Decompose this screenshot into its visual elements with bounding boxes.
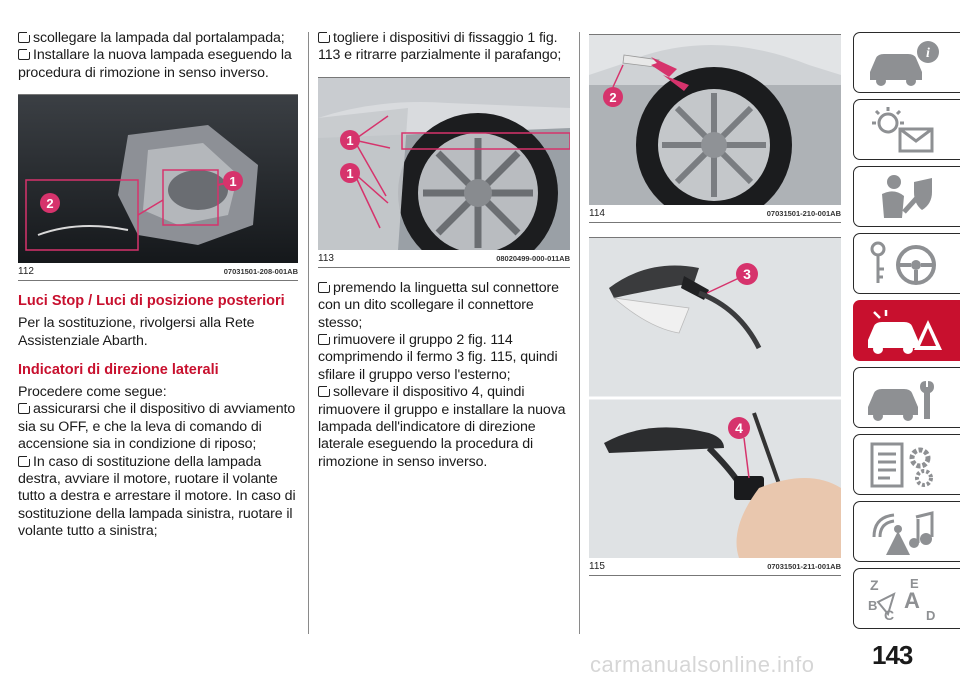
figure-115-photo: 3 4 [589, 238, 841, 558]
bullet-icon [318, 279, 332, 293]
bullet-icon [318, 332, 332, 346]
figure-number: 112 [18, 266, 34, 278]
bullet-icon [18, 47, 32, 61]
bullet-text: assicurarsi che il dispositivo di avviam… [18, 401, 296, 453]
figure-caption: 113 08020499-000-011AB [318, 250, 570, 267]
callout-2: 2 [609, 90, 616, 105]
tab-safety[interactable] [853, 166, 960, 227]
tab-technical-data[interactable] [853, 434, 960, 495]
svg-text:C: C [884, 607, 894, 623]
section-heading: Indicatori di direzione laterali [18, 362, 219, 379]
column-middle: togliere i dispositivi di fissaggio 1 fi… [318, 30, 570, 471]
technical-data-icon [870, 442, 933, 488]
figure-114: 2 114 07031501-210-001AB [589, 34, 841, 223]
figure-code: 07031501-210-001AB [766, 209, 841, 218]
tab-car-info[interactable]: i [853, 32, 960, 93]
alphabetical-index-icon: Z E A B C D [868, 576, 935, 623]
bullet-text: rimuovere il gruppo 2 fig. 114 comprimen… [318, 332, 558, 383]
figure-number: 115 [589, 561, 605, 572]
column-divider [579, 32, 580, 634]
figure-113: 1 1 113 08020499-000-011AB [318, 76, 570, 268]
figure-114-photo: 2 [589, 35, 841, 205]
car-info-icon: i [870, 41, 939, 86]
tab-maintenance[interactable] [853, 367, 960, 428]
tab-starting-driving[interactable] [853, 233, 960, 294]
bullet-text: scollegare la lampada dal portalampada; [18, 30, 298, 47]
tab-in-emergency[interactable] [853, 300, 960, 361]
callout-2: 2 [46, 196, 53, 211]
tab-multimedia[interactable] [853, 501, 960, 562]
figure-115: 3 4 115 07031501-211-001AB [589, 237, 841, 576]
figure-number: 114 [589, 208, 605, 219]
bullet-icon [318, 384, 332, 398]
safety-person-icon [882, 175, 932, 218]
bullet-icon [318, 30, 332, 43]
car-maintenance-icon [868, 381, 934, 421]
svg-text:A: A [904, 588, 920, 613]
callout-3: 3 [743, 266, 751, 282]
figure-caption: 114 07031501-210-001AB [589, 205, 841, 222]
column-divider [308, 32, 309, 634]
bullet-icon [18, 401, 32, 415]
column-right: 2 114 07031501-210-001AB 3 4 [589, 34, 841, 576]
bullet-text: Installare la nuova lampada eseguendo la… [18, 47, 292, 81]
watermark: carmanualsonline.info [590, 652, 815, 677]
figure-code: 07031501-208-001AB [223, 267, 298, 277]
section-heading: Luci Stop / Luci di posizione posteriori [18, 293, 285, 310]
svg-text:D: D [926, 608, 935, 623]
paragraph: Per la sostituzione, rivolgersi alla Ret… [18, 315, 255, 349]
page-number: 143 [872, 640, 913, 670]
figure-caption: 112 07031501-208-001AB [18, 263, 298, 280]
callout-4: 4 [735, 420, 743, 436]
bullet-text: In caso di sostituzione della lampada de… [18, 453, 296, 540]
figure-113-photo: 1 1 [318, 77, 570, 250]
bullet-icon [18, 453, 32, 467]
figure-code: 07031501-211-001AB [767, 562, 841, 571]
figure-code: 08020499-000-011AB [496, 253, 570, 263]
tab-dashboard-lights[interactable] [853, 99, 960, 160]
figure-caption: 115 07031501-211-001AB [589, 558, 841, 575]
tab-index[interactable]: Z E A B C D [853, 568, 960, 629]
dashboard-lights-icon [872, 107, 934, 153]
callout-1-second: 1 [346, 166, 353, 181]
svg-text:i: i [926, 46, 930, 61]
bullet-text: togliere i dispositivi di fissaggio 1 fi… [318, 30, 562, 64]
paragraph: Procedere come segue: [18, 384, 167, 401]
figure-number: 113 [318, 252, 334, 264]
column-left: scollegare la lampada dal portalampada; … [18, 30, 298, 541]
svg-text:E: E [910, 576, 919, 591]
multimedia-icon [872, 511, 934, 555]
svg-text:Z: Z [870, 577, 879, 593]
svg-text:B: B [868, 598, 877, 613]
steering-key-icon [870, 241, 936, 285]
callout-1: 1 [229, 174, 236, 189]
breakdown-warning-icon [868, 310, 942, 354]
callout-1: 1 [346, 133, 353, 148]
bullet-text: sollevare il dispositivo 4, quindi rimuo… [318, 384, 566, 470]
bullet-icon [18, 30, 32, 43]
figure-112: 1 2 112 07031501-208-001AB [18, 94, 298, 282]
bullet-text: premendo la linguetta sul connettore con… [318, 279, 559, 331]
figure-112-photo: 1 2 [18, 95, 298, 264]
